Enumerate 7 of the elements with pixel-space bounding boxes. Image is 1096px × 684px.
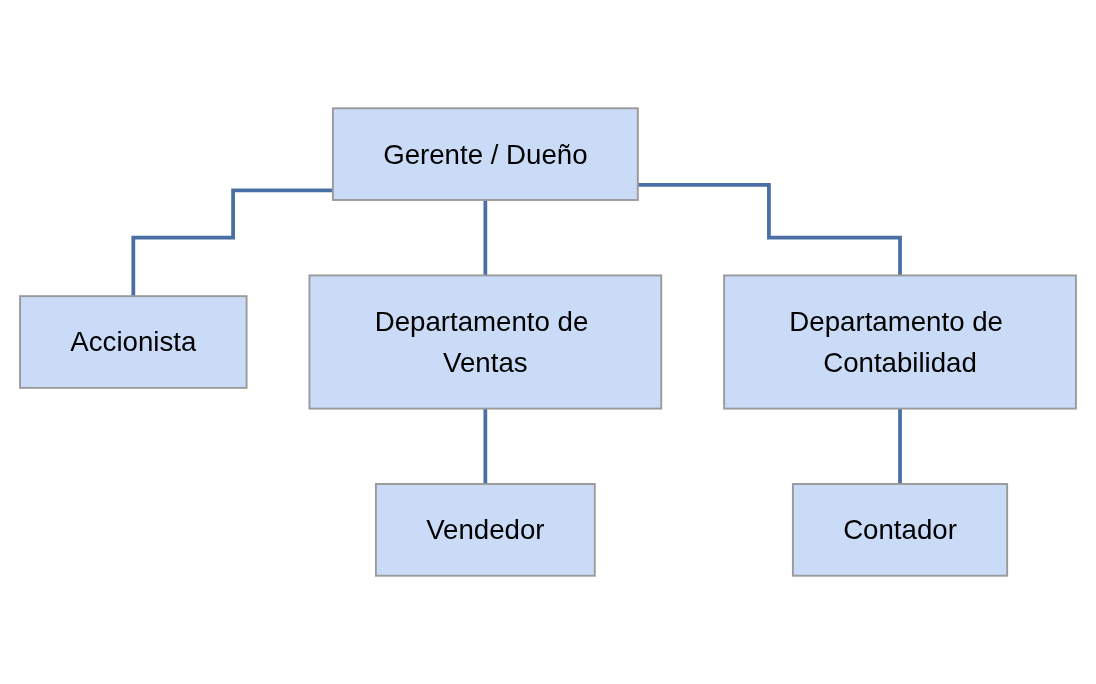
node-box: Departamento de Ventas [308,274,663,410]
node-box: Contador [791,483,1009,577]
node-box: Vendedor [374,483,596,577]
node-box: Departamento de Contabilidad [723,274,1077,410]
node-box: Gerente / Dueño [331,107,639,201]
connector [131,188,333,298]
node-box: Accionista [19,295,248,389]
